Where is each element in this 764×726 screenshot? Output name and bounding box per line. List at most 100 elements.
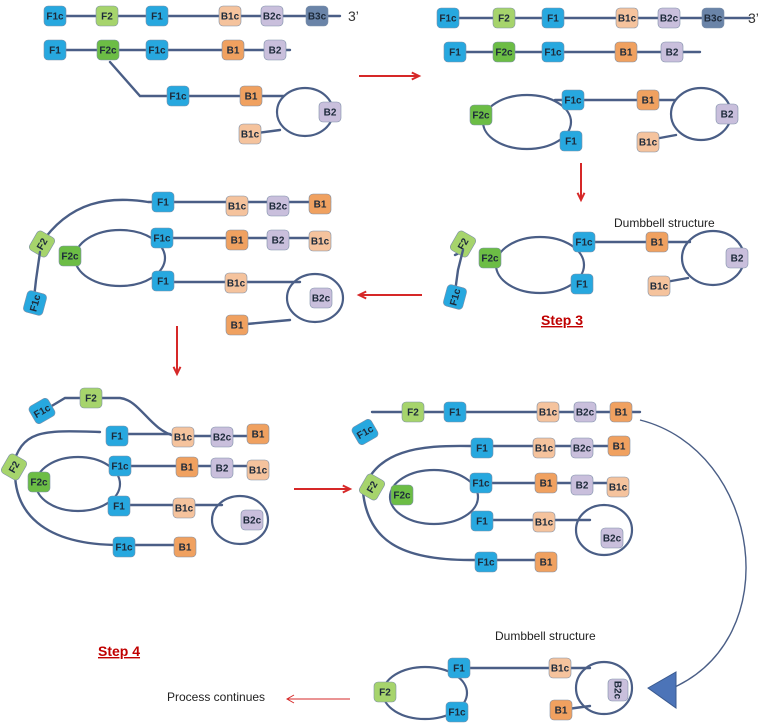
segment-b2: B2 xyxy=(725,247,749,269)
segment-label: B1 xyxy=(540,558,553,569)
segment-f1: F1 xyxy=(541,7,565,29)
arrow-step4 xyxy=(172,326,182,377)
segment-label: F2 xyxy=(365,479,381,495)
segment-b2: B2 xyxy=(570,474,594,496)
segment-label: B2 xyxy=(269,46,282,57)
segment-f2: F2 xyxy=(492,7,516,29)
segment-label: B2 xyxy=(731,254,744,265)
segment-label: F1c xyxy=(115,543,133,554)
segment-b1c: B1c xyxy=(532,511,556,533)
segment-label: F1 xyxy=(449,408,461,419)
segment-f1: F1 xyxy=(151,191,175,213)
segment-b1: B1 xyxy=(225,229,249,251)
segment-label: B1 xyxy=(252,430,265,441)
dna-strand xyxy=(453,248,465,294)
dna-strand xyxy=(108,60,302,98)
segment-f2c: F2c xyxy=(478,247,502,269)
segment-label: B1c xyxy=(535,444,554,455)
segment-label: F2c xyxy=(99,46,117,57)
segment-label: B1 xyxy=(181,463,194,474)
segment-b1: B1 xyxy=(173,536,197,558)
segment-label: B1c xyxy=(249,466,268,477)
arrow-step3 xyxy=(356,290,422,300)
segment-b2c: B2c xyxy=(260,5,284,27)
segment-label: B2 xyxy=(216,464,229,475)
segment-f1c: F1c xyxy=(561,89,585,111)
segment-f1: F1 xyxy=(151,270,175,292)
segment-label: F2c xyxy=(61,252,79,263)
segment-b1c: B1c xyxy=(636,131,660,153)
segment-f1: F1 xyxy=(443,401,467,423)
segment-b2c: B2c xyxy=(600,527,624,549)
segment-b2c: B2c xyxy=(657,7,681,29)
segment-label: F1c xyxy=(148,46,166,57)
segment-f1: F1 xyxy=(107,495,131,517)
segment-label: F1 xyxy=(111,432,123,443)
segment-f1c: F1c xyxy=(572,231,596,253)
segment-b3c: B3c xyxy=(701,7,725,29)
segment-label: F1c xyxy=(544,48,562,59)
segment-label: B2 xyxy=(721,110,734,121)
segment-label: F1c xyxy=(448,287,463,307)
segment-label: F1 xyxy=(157,198,169,209)
arrowhead-icon xyxy=(647,671,677,709)
segment-f1: F1 xyxy=(570,273,594,295)
segment-b2: B2 xyxy=(660,41,684,63)
segment-b2c: B2c xyxy=(240,509,264,531)
segment-label: F1 xyxy=(151,12,163,23)
three-prime-label: 3’ xyxy=(748,10,759,26)
segment-label: F2 xyxy=(407,408,419,419)
segment-label: B2c xyxy=(312,294,331,305)
segment-f2: F2 xyxy=(95,5,119,27)
segment-label: F1 xyxy=(113,502,125,513)
segment-b1: B1 xyxy=(645,231,669,253)
segment-f1: F1 xyxy=(43,39,67,61)
segment-label: B2c xyxy=(573,444,592,455)
segment-b2c: B2c xyxy=(607,678,629,702)
segment-b2c: B2c xyxy=(266,195,290,217)
segment-label: F1c xyxy=(28,293,43,313)
segment-b1c: B1c xyxy=(218,5,242,27)
segment-b2: B2 xyxy=(210,457,234,479)
segment-label: F2 xyxy=(85,394,97,405)
segment-b1: B1 xyxy=(534,551,558,573)
segment-f1c: F1c xyxy=(474,551,498,573)
segment-f1c: F1c xyxy=(469,472,493,494)
segment-label: B2c xyxy=(263,12,282,23)
strand-loop xyxy=(481,93,573,151)
segment-label: B1c xyxy=(227,279,246,290)
segment-b1c: B1c xyxy=(171,426,195,448)
segment-f1c: F1c xyxy=(445,701,469,723)
segment-label: B2c xyxy=(612,681,623,700)
segment-b1c: B1c xyxy=(225,195,249,217)
segment-label: F1c xyxy=(439,14,457,25)
segment-label: F2 xyxy=(7,459,23,475)
segment-label: B1 xyxy=(555,706,568,717)
segment-label: B1c xyxy=(221,12,240,23)
segment-label: B2 xyxy=(576,481,589,492)
segment-f1c: F1c xyxy=(28,398,56,424)
segment-label: B1 xyxy=(540,479,553,490)
segment-f1c: F1c xyxy=(108,455,132,477)
segment-f2: F2 xyxy=(29,230,55,258)
segment-b1: B1 xyxy=(636,89,660,111)
segment-label: B2c xyxy=(269,202,288,213)
segment-f1: F1 xyxy=(559,130,583,152)
segment-b1c: B1c xyxy=(246,459,270,481)
segment-label: F2c xyxy=(472,111,490,122)
segment-label: F2 xyxy=(379,688,391,699)
segment-label: F1c xyxy=(153,234,171,245)
segment-label: B3c xyxy=(704,14,723,25)
return-curve-arrow xyxy=(639,419,747,691)
segment-f1: F1 xyxy=(470,510,494,532)
segment-b1c: B1c xyxy=(536,401,560,423)
segment-b1: B1 xyxy=(175,456,199,478)
segment-label: F2c xyxy=(393,491,411,502)
segment-f1c: F1c xyxy=(43,5,67,27)
segment-label: B1c xyxy=(175,504,194,515)
segment-label: F1 xyxy=(453,664,465,675)
segment-label: F2 xyxy=(498,14,510,25)
segment-f1c: F1c xyxy=(443,284,467,310)
segment-b1: B1 xyxy=(534,472,558,494)
segment-label: B1 xyxy=(642,96,655,107)
